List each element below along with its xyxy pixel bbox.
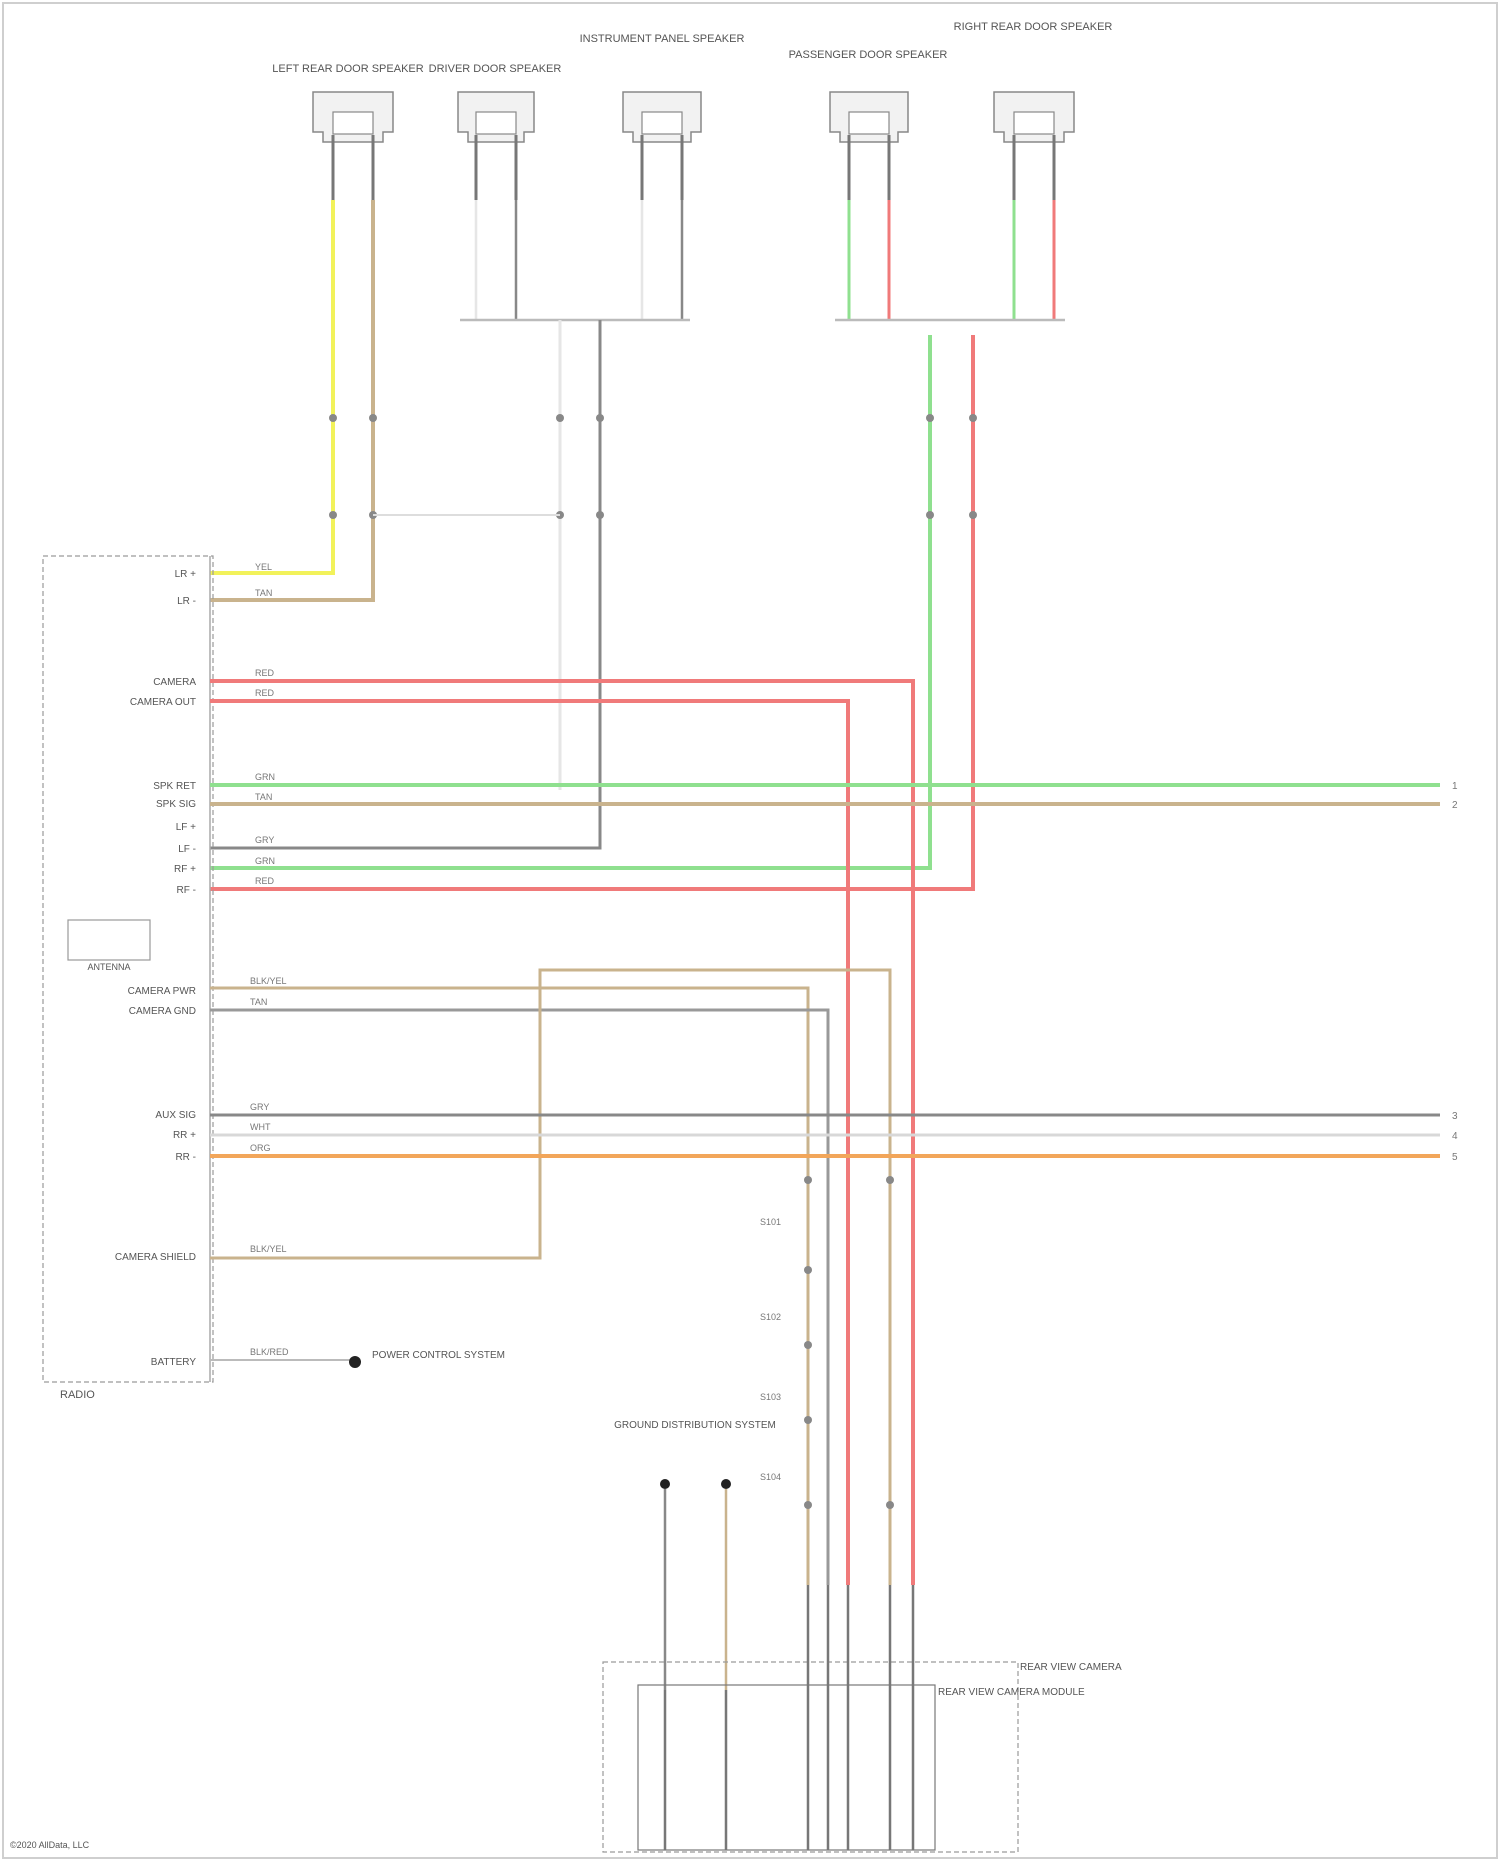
rear-camera-label: REAR VIEW CAMERA — [1020, 1662, 1122, 1673]
driver-ip-speaker-wiring — [210, 200, 690, 848]
edge-ref: 4 — [1452, 1131, 1458, 1142]
edge-ref: 1 — [1452, 781, 1458, 792]
wire-tag: RED — [255, 668, 275, 678]
power-control-label: POWER CONTROL SYSTEM — [372, 1350, 505, 1361]
wire-camera-power — [210, 988, 808, 1585]
antenna-label: ANTENNA — [87, 962, 130, 972]
speaker-driver-door: DRIVER DOOR SPEAKER — [429, 63, 562, 142]
wire-tag: GRY — [250, 1102, 269, 1112]
speaker-label: INSTRUMENT PANEL SPEAKER — [580, 33, 745, 45]
wire-tag: RED — [255, 876, 275, 886]
speaker-label: RIGHT REAR DOOR SPEAKER — [954, 21, 1113, 33]
splice-labels: S101 S102 S103 S104 — [760, 1217, 781, 1482]
splice-label: S102 — [760, 1312, 781, 1322]
pin-label: LR + — [175, 569, 197, 580]
pin-label: LF - — [178, 844, 196, 855]
pin-label: CAMERA OUT — [130, 697, 196, 708]
wire-camera-ground — [210, 1010, 828, 1585]
wire-tag: YEL — [255, 562, 272, 572]
rear-camera-pins — [665, 1585, 913, 1850]
wire-tag: TAN — [255, 792, 272, 802]
speaker-right-rear-door: RIGHT REAR DOOR SPEAKER — [954, 21, 1113, 142]
splice-dot-icon — [349, 1356, 361, 1368]
wire-tag: RED — [255, 688, 275, 698]
wire-camera-shield — [210, 970, 890, 1585]
edge-ref: 2 — [1452, 800, 1458, 811]
wire-tag: TAN — [250, 997, 267, 1007]
pin-label: CAMERA PWR — [128, 986, 196, 997]
pin-label: RR + — [173, 1130, 196, 1141]
diagram-frame — [3, 3, 1497, 1858]
pin-label: SPK RET — [153, 781, 196, 792]
edge-ref: 3 — [1452, 1111, 1458, 1122]
pin-label: CAMERA SHIELD — [115, 1252, 196, 1263]
pin-label: CAMERA GND — [129, 1006, 196, 1017]
wire-tag: TAN — [255, 588, 272, 598]
wire-lr-neg-tan — [210, 200, 373, 600]
splice-label: S103 — [760, 1392, 781, 1402]
wire-tag: BLK/YEL — [250, 976, 287, 986]
pin-label: LF + — [176, 822, 196, 833]
wire-tag: GRY — [255, 835, 274, 845]
splice-label: S104 — [760, 1472, 781, 1482]
camera-module-label: REAR VIEW CAMERA MODULE — [938, 1687, 1085, 1698]
wire-camera-out-red — [210, 701, 848, 1585]
speaker-left-rear-door: LEFT REAR DOOR SPEAKER — [272, 63, 423, 142]
speaker-passenger-door: PASSENGER DOOR SPEAKER — [789, 49, 948, 142]
pin-label: BATTERY — [151, 1357, 197, 1368]
wire-tag: GRN — [255, 856, 275, 866]
inline-connector-marks — [329, 414, 977, 519]
antenna-icon — [68, 920, 150, 960]
edge-references: 1 2 3 4 5 — [1452, 781, 1458, 1163]
speaker-label: LEFT REAR DOOR SPEAKER — [272, 63, 423, 75]
speaker-pigtails — [333, 135, 1054, 200]
speaker-label: DRIVER DOOR SPEAKER — [429, 63, 562, 75]
wire-lr-pos-yellow — [210, 200, 333, 573]
pin-label: CAMERA — [153, 677, 196, 688]
edge-ref: 5 — [1452, 1152, 1458, 1163]
pin-label: AUX SIG — [155, 1110, 196, 1121]
wire-tag: WHT — [250, 1122, 271, 1132]
wire-tag: BLK/YEL — [250, 1244, 287, 1254]
pin-label: RF - — [177, 885, 196, 896]
pin-label: RR - — [175, 1152, 196, 1163]
wire-tag: GRN — [255, 772, 275, 782]
pin-label: LR - — [177, 596, 196, 607]
pin-label: SPK SIG — [156, 799, 196, 810]
splice-label: S101 — [760, 1217, 781, 1227]
wire-tag: BLK/RED — [250, 1347, 289, 1357]
wire-tag: ORG — [250, 1143, 271, 1153]
pin-label: RF + — [174, 864, 196, 875]
speaker-label: PASSENGER DOOR SPEAKER — [789, 49, 948, 61]
footer-copyright: ©2020 AllData, LLC — [10, 1840, 90, 1850]
ground-distribution: GROUND DISTRIBUTION SYSTEM — [614, 1420, 776, 1690]
speaker-instrument-panel: INSTRUMENT PANEL SPEAKER — [580, 33, 745, 142]
radio-label: RADIO — [60, 1389, 95, 1401]
ground-distribution-label: GROUND DISTRIBUTION SYSTEM — [614, 1420, 776, 1431]
